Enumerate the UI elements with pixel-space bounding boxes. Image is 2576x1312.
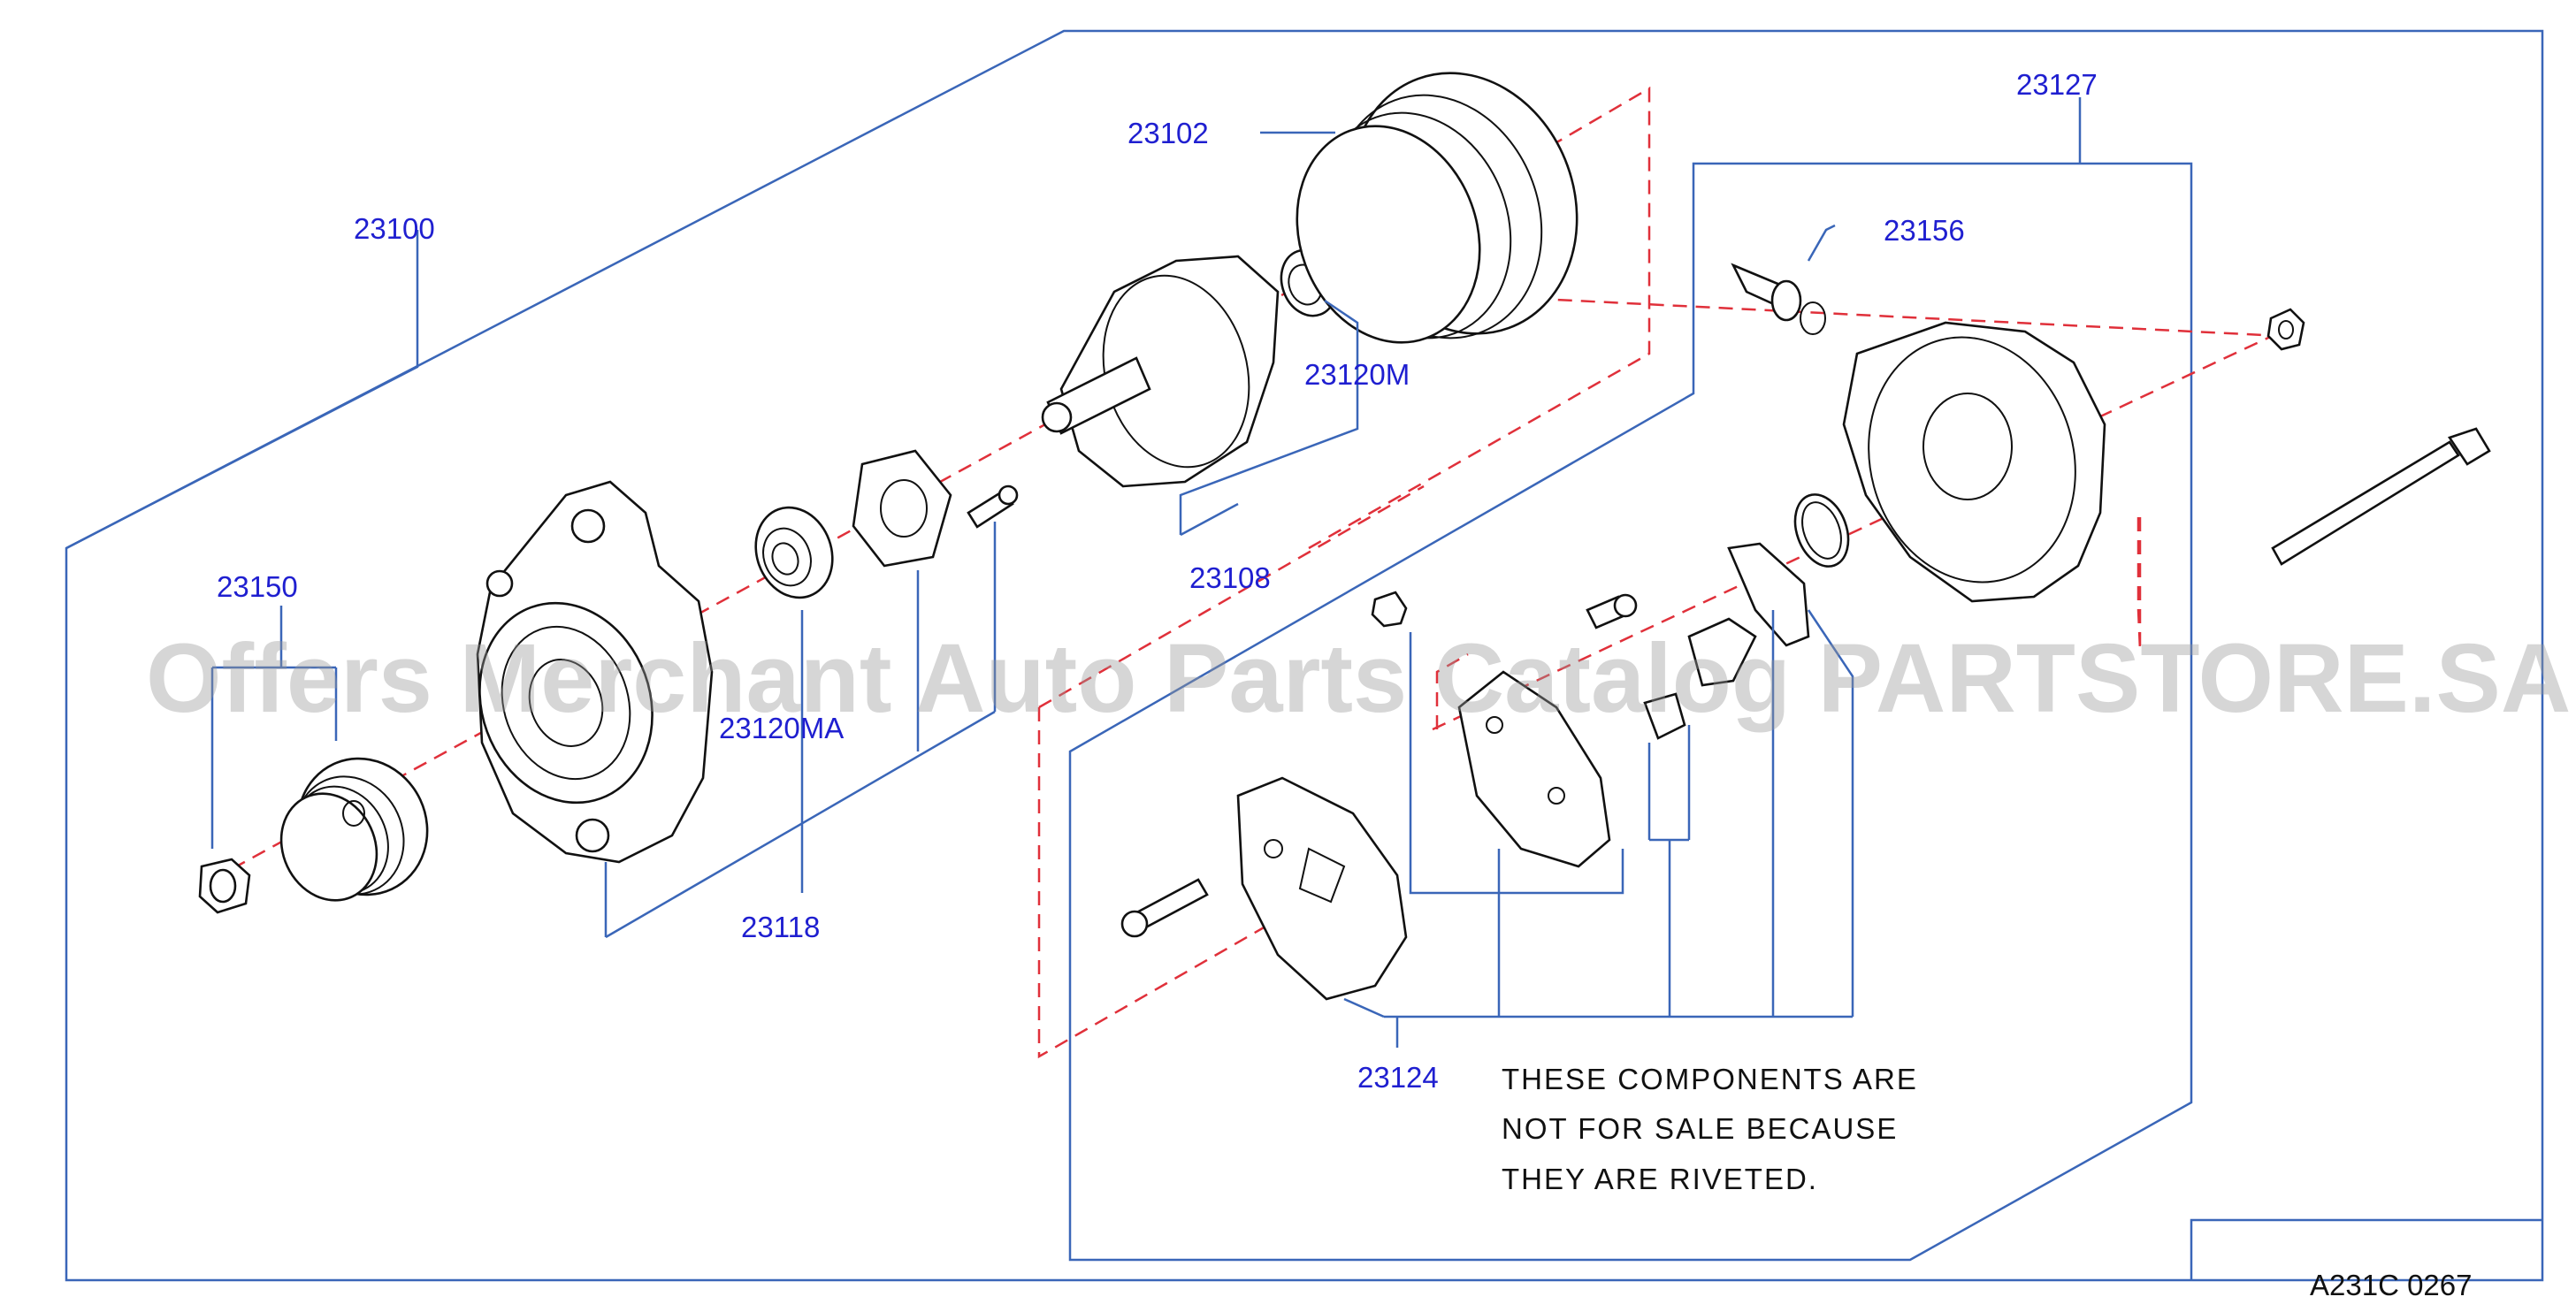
small-fasteners [1120,591,1638,938]
rotor [1041,255,1280,488]
bearing-retainer-plate [852,449,952,568]
stator [1296,72,1578,344]
front-bearing [754,506,834,599]
label-23156: 23156 [1884,214,1965,247]
rectifier-plate [1457,670,1611,868]
diagram-code: A231C 0267 [2310,1269,2472,1301]
riveted-components-note: THESE COMPONENTS ARE NOT FOR SALE BECAUS… [1502,1063,1918,1195]
o-ring [1793,493,1850,568]
note-line-3: THEY ARE RIVETED. [1502,1163,1818,1195]
brush-holder [1643,542,1810,740]
subassembly-frame-23127 [1068,162,2193,1262]
leader-lines [65,97,2082,1048]
label-23120ma: 23120MA [719,712,844,744]
label-23100: 23100 [354,212,435,245]
note-line-1: THESE COMPONENTS ARE [1502,1063,1918,1095]
diode-plate [1236,776,1408,1001]
pulley [279,757,429,902]
label-23150: 23150 [217,570,298,603]
rear-cover-nut [2266,308,2305,351]
terminal-bolt [1731,263,1826,335]
label-23124: 23124 [1357,1061,1439,1094]
rear-housing [1842,321,2106,603]
pulley-nut [198,858,251,914]
label-23118: 23118 [741,911,820,943]
note-line-2: NOT FOR SALE BECAUSE [1502,1112,1898,1145]
label-23127: 23127 [2016,68,2098,101]
through-bolt [2271,427,2491,566]
label-23120m: 23120M [1304,358,1410,391]
label-23102: 23102 [1127,117,1209,149]
front-housing [476,480,714,864]
watermark: Offers Merchant Auto Parts Catalog PARTS… [146,624,2571,733]
retainer-screw [967,484,1019,529]
label-23108: 23108 [1189,561,1271,594]
assembly-frame-cut [2190,1218,2542,1280]
